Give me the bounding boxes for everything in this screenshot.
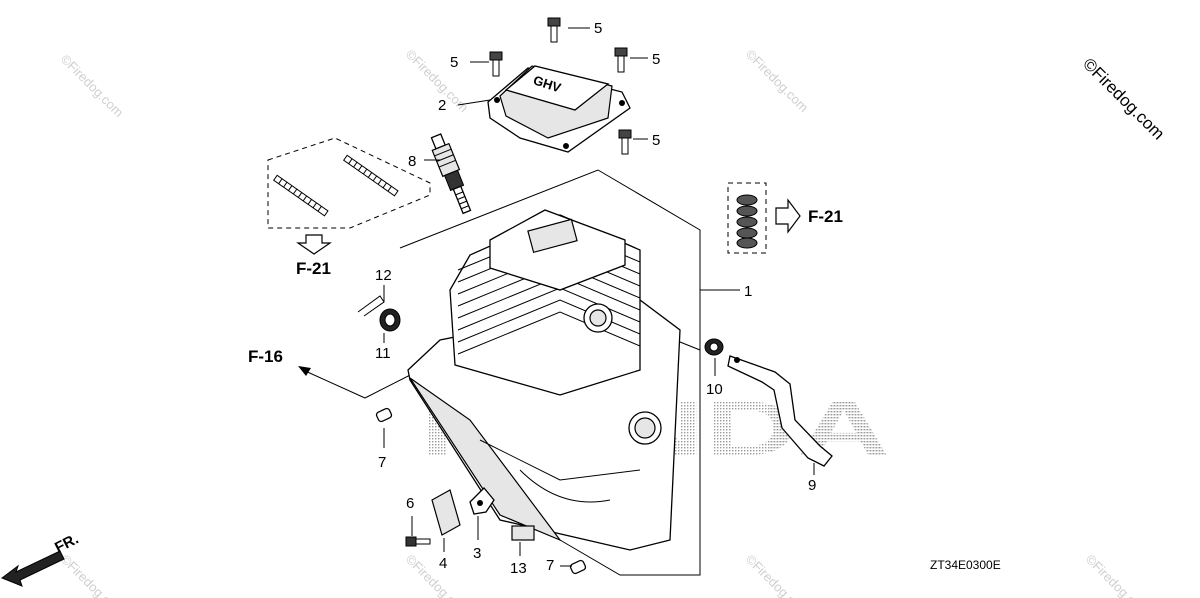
callout-9[interactable]: 9 <box>808 477 816 494</box>
bolt-5-c[interactable] <box>614 47 628 73</box>
callout-7-left[interactable]: 7 <box>378 454 386 471</box>
callout-5-right[interactable]: 5 <box>652 51 660 68</box>
watermark-corner: ©Firedog.com <box>1079 54 1168 143</box>
bolt-5-d[interactable] <box>618 129 632 155</box>
reference-f16[interactable]: F-16 <box>248 347 283 366</box>
diagram-code: ZT34E0300E <box>930 558 1001 572</box>
callout-6[interactable]: 6 <box>406 495 414 512</box>
watermark: ©Firedog.com <box>1083 552 1151 598</box>
dowel-pin-7-a[interactable] <box>375 407 393 423</box>
clip[interactable] <box>469 487 495 515</box>
stud-set-box <box>267 137 431 255</box>
callout-5-lower[interactable]: 5 <box>652 132 660 149</box>
lever[interactable] <box>727 355 833 467</box>
watermark: ©Firedog.com <box>743 47 811 115</box>
oil-seal[interactable] <box>379 308 401 332</box>
washer[interactable] <box>704 338 724 356</box>
reference-f21[interactable]: F-21 <box>296 259 331 278</box>
valve-cover[interactable]: GHV <box>487 65 631 153</box>
gasket[interactable] <box>431 489 461 536</box>
reference-f21-right[interactable]: F-21 <box>808 207 843 226</box>
callout-1[interactable]: 1 <box>744 283 752 300</box>
bolt-5-b[interactable] <box>489 51 503 77</box>
reference-arrow-f16 <box>298 366 421 399</box>
leader-lines <box>383 27 815 567</box>
bolt-6[interactable] <box>405 536 431 547</box>
watermark: ©Firedog.com <box>58 52 126 120</box>
dowel-pin-7-b[interactable] <box>569 559 587 575</box>
callout-13[interactable]: 13 <box>510 560 527 577</box>
callout-2[interactable]: 2 <box>438 97 446 114</box>
retaining-clip[interactable] <box>357 295 385 317</box>
callout-3[interactable]: 3 <box>473 545 481 562</box>
callout-12[interactable]: 12 <box>375 267 392 284</box>
connector[interactable] <box>511 525 535 541</box>
seal-set-box <box>727 182 801 254</box>
watermark: ©Firedog.com <box>58 552 126 598</box>
callout-11[interactable]: 11 <box>375 345 391 362</box>
callout-5-left[interactable]: 5 <box>450 54 458 71</box>
spark-plug[interactable] <box>428 132 475 215</box>
watermark: ©Firedog.com <box>403 552 471 598</box>
callout-4[interactable]: 4 <box>439 555 447 572</box>
cylinder-block[interactable] <box>407 209 681 551</box>
callout-7-bottom[interactable]: 7 <box>546 557 554 574</box>
callout-8[interactable]: 8 <box>408 153 416 170</box>
watermark: ©Firedog.com <box>743 552 811 598</box>
bolt-5-a[interactable] <box>547 17 561 43</box>
callout-5-top[interactable]: 5 <box>594 20 602 37</box>
callout-10[interactable]: 10 <box>706 381 723 398</box>
callout-labels: 1 2 3 4 5 5 5 5 6 7 7 8 9 10 11 12 13 <box>375 20 816 577</box>
